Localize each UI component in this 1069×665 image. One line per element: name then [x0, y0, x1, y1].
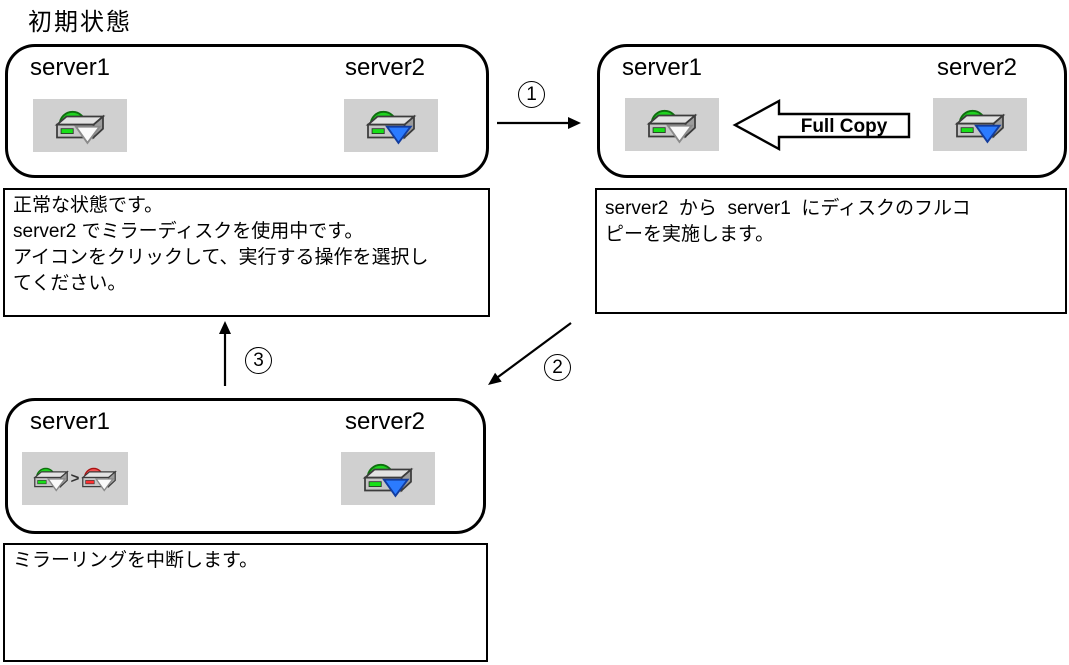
server1-disk-button[interactable] [33, 99, 127, 152]
mirror-disk-normal-icon [641, 102, 703, 148]
description-normal-state: 正常な状態です。 server2 でミラーディスクを使用中です。 アイコンをクリ… [3, 188, 490, 317]
server2-label: server2 [937, 54, 1018, 81]
mirror-disk-normal-icon [30, 462, 72, 495]
arrow-step1-icon [497, 117, 581, 129]
mirror-disk-active-icon [357, 456, 419, 502]
full-copy-arrow-icon: Full Copy [732, 98, 911, 152]
step-3-badge: 3 [245, 347, 272, 374]
server1-disk-button[interactable]: > [22, 452, 128, 505]
server2-disk-button[interactable] [341, 452, 435, 505]
mirror-disk-active-icon [949, 102, 1011, 148]
server1-label: server1 [30, 408, 111, 435]
transition-chevron-icon: > [70, 470, 80, 487]
server1-disk-button[interactable] [625, 98, 719, 151]
full-copy-label: Full Copy [801, 116, 888, 137]
server2-disk-button[interactable] [933, 98, 1027, 151]
mirror-disk-error-icon [78, 462, 120, 495]
server2-disk-button[interactable] [344, 99, 438, 152]
server1-label: server1 [622, 54, 703, 81]
step-2-badge: 2 [544, 354, 571, 381]
server1-label: server1 [30, 54, 111, 81]
state-box-fullcopy: server1 server2 Full Copy [597, 44, 1067, 178]
mirror-disk-normal-icon [49, 103, 111, 149]
server2-label: server2 [345, 54, 426, 81]
state-box-initial: server1 server2 [5, 44, 489, 178]
page-title: 初期状態 [28, 9, 132, 36]
description-suspend: ミラーリングを中断します。 [3, 543, 488, 662]
arrow-step3-icon [219, 321, 231, 386]
server2-label: server2 [345, 408, 426, 435]
step-1-badge: 1 [518, 81, 545, 108]
state-box-suspend: server1 server2 > [5, 398, 486, 534]
description-fullcopy: server2 から server1 にディスクのフルコ ピーを実施します。 [595, 188, 1067, 314]
mirror-disk-active-icon [360, 103, 422, 149]
